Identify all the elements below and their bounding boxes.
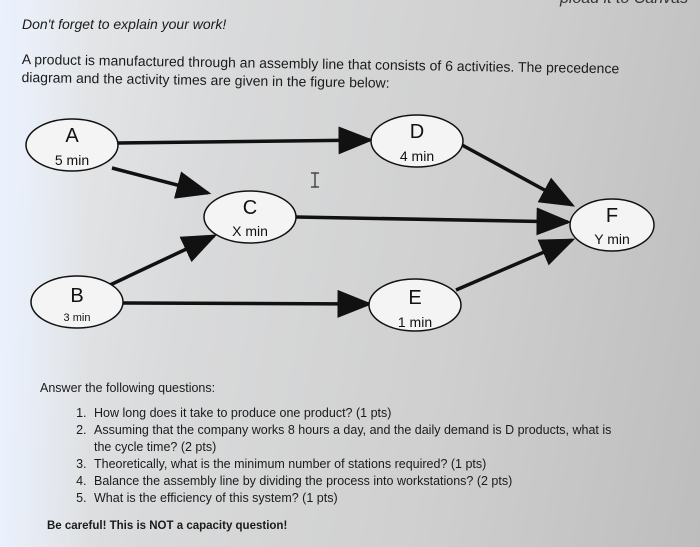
screen-glare <box>0 0 90 547</box>
node-b <box>30 275 124 329</box>
node-b-time: 3 min <box>64 312 91 324</box>
node-a-time: 5 min <box>55 152 89 168</box>
node-a <box>25 118 119 172</box>
edge-b-e <box>121 289 373 318</box>
question-item: How long does it take to produce one pro… <box>90 405 624 422</box>
node-a-label: A <box>65 125 79 147</box>
edge-c-f <box>295 207 572 236</box>
edge-d-f <box>461 143 576 207</box>
reminder-text: Don't forget to explain your work! <box>22 16 227 32</box>
node-d-time: 4 min <box>400 148 434 164</box>
edge-e-f <box>455 238 576 292</box>
questions-section: Answer the following questions: How long… <box>40 380 624 507</box>
node-f <box>569 198 655 252</box>
node-e-label: E <box>408 287 421 309</box>
node-f-time: Y min <box>594 231 630 247</box>
question-item: What is the efficiency of this system? (… <box>90 490 624 507</box>
node-c-time: X min <box>232 223 268 239</box>
node-d <box>370 114 464 168</box>
node-c-label: C <box>243 197 257 219</box>
edge-a-d <box>117 126 374 155</box>
questions-heading: Answer the following questions: <box>40 381 216 395</box>
node-b-label: B <box>70 285 83 307</box>
node-f-label: F <box>606 205 618 227</box>
header-cut-text: pload it to Canvas <box>560 0 688 8</box>
questions-list: How long does it take to produce one pro… <box>40 405 624 507</box>
precedence-diagram: A 5 min D 4 min C X min F Y min B 3 min … <box>25 114 655 332</box>
question-item: Balance the assembly line by dividing th… <box>90 473 624 490</box>
edge-a-c <box>111 166 212 199</box>
node-d-label: D <box>410 121 424 143</box>
node-e-time: 1 min <box>398 314 432 330</box>
question-item: Theoretically, what is the minimum numbe… <box>90 456 624 473</box>
text-cursor-icon <box>311 172 319 188</box>
edge-b-c <box>109 234 218 287</box>
node-c <box>203 190 297 244</box>
question-item: Assuming that the company works 8 hours … <box>90 422 624 456</box>
warning-text: Be careful! This is NOT a capacity quest… <box>47 520 288 532</box>
node-e <box>368 278 462 332</box>
